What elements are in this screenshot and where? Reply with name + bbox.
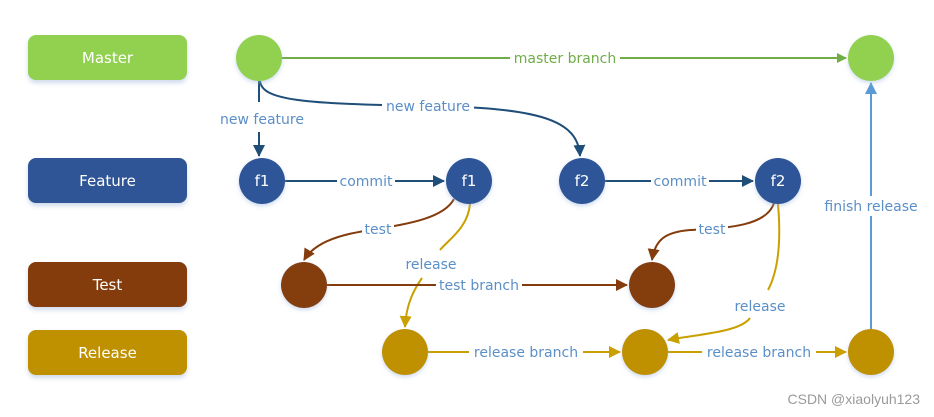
lane-label-feature: Feature (28, 158, 187, 203)
edge-finish-release: finish release (820, 82, 922, 329)
edge-master-branch: master branch (282, 49, 847, 67)
edge-new-feature-1: new feature (220, 81, 304, 156)
edge-label: commit (654, 174, 707, 190)
lane-label-text: Master (81, 48, 134, 67)
edge-label: release branch (707, 345, 811, 361)
edge-commit-2: commit (605, 172, 754, 190)
edge-label: release (734, 299, 785, 315)
node-release-1 (382, 329, 428, 375)
edge-label: commit (340, 174, 393, 190)
node-label: f1 (462, 172, 477, 190)
edge-label: test (365, 222, 392, 238)
edge-label: test (699, 222, 726, 238)
edge-label: finish release (824, 199, 917, 215)
node-test-1 (281, 262, 327, 308)
node-release-3 (848, 329, 894, 375)
node-test-2 (629, 262, 675, 308)
lane-label-text: Feature (79, 171, 136, 190)
node-label: f2 (575, 172, 590, 190)
node-feature-f2-a: f2 (559, 158, 605, 204)
lane-label-test: Test (28, 262, 187, 307)
node-label: f1 (255, 172, 270, 190)
lane-label-text: Release (78, 343, 137, 362)
edge-test-1: test (303, 198, 455, 261)
node-label: f2 (771, 172, 786, 190)
edge-label: release branch (474, 345, 578, 361)
lane-label-master: Master (28, 35, 187, 80)
edge-new-feature-2: new feature (259, 80, 586, 157)
edge-release-2: release (668, 203, 786, 340)
edge-label: test branch (439, 278, 519, 294)
lane-label-release: Release (28, 330, 187, 375)
node-master-end (848, 35, 894, 81)
node-master-start (236, 35, 282, 81)
lane-label-text: Test (92, 275, 123, 294)
edge-commit-1: commit (285, 172, 445, 190)
edge-label: new feature (220, 112, 304, 128)
edge-release-branch-2: release branch (668, 343, 847, 361)
node-release-2 (622, 329, 668, 375)
edge-test-branch: test branch (327, 276, 628, 294)
edge-release-branch-1: release branch (428, 343, 621, 361)
edge-label: master branch (514, 51, 616, 67)
edge-label: release (405, 257, 456, 273)
edge-test-2: test (647, 202, 775, 261)
node-feature-f1-b: f1 (446, 158, 492, 204)
watermark: CSDN @xiaolyuh123 (787, 391, 921, 407)
edge-release-1: release (405, 203, 471, 327)
node-feature-f2-b: f2 (755, 158, 801, 204)
node-feature-f1-a: f1 (239, 158, 285, 204)
edge-label: new feature (386, 99, 470, 115)
